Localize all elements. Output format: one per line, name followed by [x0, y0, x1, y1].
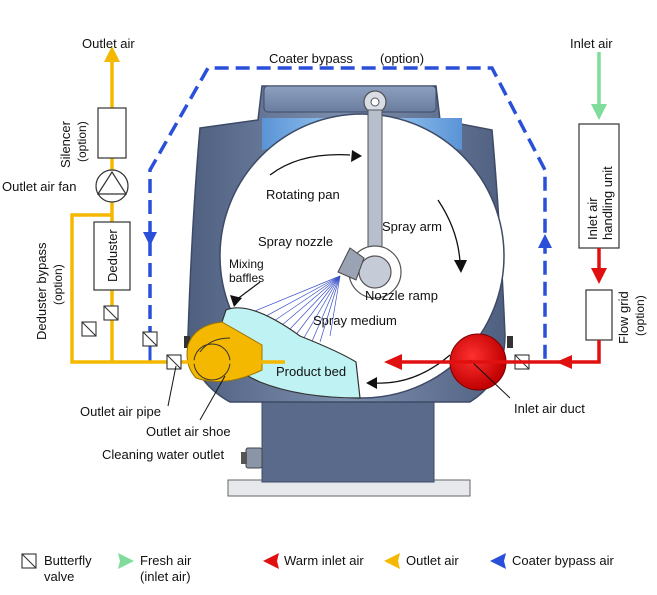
butterfly-valve-bypass	[81, 321, 97, 337]
legend-coater-bypass-air: Coater bypass air	[512, 553, 615, 568]
cleaning-water-outlet	[245, 447, 263, 469]
outlet-air-fan	[95, 169, 129, 203]
nozzle-ramp-hub	[358, 255, 392, 289]
legend-fresh-air-2: (inlet air)	[140, 569, 191, 584]
legend-butterfly-valve-symbol	[21, 553, 37, 569]
silencer	[97, 107, 127, 159]
warm-air-arrow-main	[384, 354, 402, 370]
legend-fresh-air-arrow	[118, 553, 134, 569]
spray-nozzle	[337, 247, 365, 281]
warm-air-line-2	[400, 340, 601, 364]
warm-air-arrow-right-seg	[556, 355, 572, 369]
label-inlet-air-duct: Inlet air duct	[514, 401, 585, 416]
label-spray-medium: Spray medium	[313, 313, 397, 328]
machine-pedestal	[261, 399, 435, 483]
rotation-arc-top	[269, 154, 351, 176]
label-nozzle-ramp: Nozzle ramp	[365, 288, 438, 303]
label-spray-nozzle: Spray nozzle	[258, 234, 333, 249]
label-outlet-air-shoe: Outlet air shoe	[146, 424, 231, 439]
rotation-arrow-right	[454, 260, 467, 273]
legend-coater-bypass-arrow	[490, 553, 506, 569]
deduster-bypass-line	[70, 213, 112, 364]
label-deduster-bypass-option: (option)	[51, 264, 65, 305]
coater-bypass-line	[148, 66, 547, 362]
housing-top-cap	[263, 85, 437, 113]
label-rotating-pan: Rotating pan	[266, 187, 340, 202]
butterfly-valve-deduster	[103, 305, 119, 321]
label-outlet-air-fan: Outlet air fan	[2, 179, 76, 194]
outlet-air-shoe	[186, 321, 263, 383]
label-flow-grid: Flow grid	[616, 291, 631, 344]
outlet-air-top-arrow	[104, 46, 120, 62]
label-cleaning-water-outlet: Cleaning water outlet	[102, 447, 225, 462]
label-deduster-bypass: Deduster bypass	[34, 242, 49, 340]
legend-fresh-air-1: Fresh air	[140, 553, 192, 568]
rotation-arc-right	[437, 199, 461, 263]
rotation-arrow-top	[351, 150, 362, 162]
legend-butterfly-valve-1: Butterfly	[44, 553, 92, 568]
deduster	[93, 221, 131, 291]
label-product-bed: Product bed	[276, 364, 346, 379]
flow-grid	[585, 289, 613, 341]
legend-warm-inlet-air: Warm inlet air	[284, 553, 364, 568]
label-coater-bypass: Coater bypass	[269, 51, 353, 66]
outlet-shoe-inner	[199, 337, 231, 353]
pointer-outlet-air-pipe	[167, 365, 177, 407]
coater-bypass-arrow-right	[538, 234, 552, 248]
label-deduster: Deduster	[105, 229, 120, 282]
cleaning-water-outlet-cap	[241, 452, 247, 464]
label-mixing: Mixing	[229, 257, 264, 271]
coater-bypass-arrow-left	[143, 232, 157, 246]
right-side-pin	[507, 336, 513, 348]
inlet-air-handling-unit	[578, 123, 620, 249]
left-side-pin	[184, 336, 190, 348]
legend-warm-inlet-arrow	[263, 553, 279, 569]
pointer-outlet-air-shoe	[199, 375, 226, 421]
label-outlet-air-pipe: Outlet air pipe	[80, 404, 161, 419]
label-silencer-option: (option)	[75, 121, 89, 162]
inlet-duct-pointer	[469, 359, 511, 399]
spray-arm	[367, 109, 383, 261]
spray-arm-pivot-center	[370, 97, 380, 107]
label-outlet-air-top: Outlet air	[82, 36, 135, 51]
label-spray-arm: Spray arm	[382, 219, 442, 234]
legend-outlet-air: Outlet air	[406, 553, 459, 568]
legend-outlet-air-arrow	[384, 553, 400, 569]
fresh-air-arrow	[591, 104, 607, 120]
mixing-baffles-arrow	[230, 295, 242, 307]
warm-air-arrow-down	[591, 268, 607, 284]
butterfly-valve-coater-bypass	[142, 331, 158, 347]
rotation-arrow-bottom	[366, 377, 377, 389]
label-coater-bypass-option: (option)	[380, 51, 424, 66]
mixing-baffles-pointer	[235, 281, 261, 301]
outlet-air-fan-triangle	[96, 170, 128, 195]
legend: Butterfly valve Fresh air (inlet air) Wa…	[21, 553, 615, 584]
label-baffles: baffles	[229, 271, 264, 285]
label-flow-grid-option: (option)	[633, 295, 647, 336]
label-inlet-air-handling-1: Inlet air	[585, 197, 600, 240]
label-inlet-air-top: Inlet air	[570, 36, 613, 51]
butterfly-valve-outlet	[166, 354, 182, 370]
label-inlet-air-handling-2: handling unit	[600, 166, 615, 240]
legend-butterfly-valve-2: valve	[44, 569, 74, 584]
label-silencer: Silencer	[58, 120, 73, 168]
